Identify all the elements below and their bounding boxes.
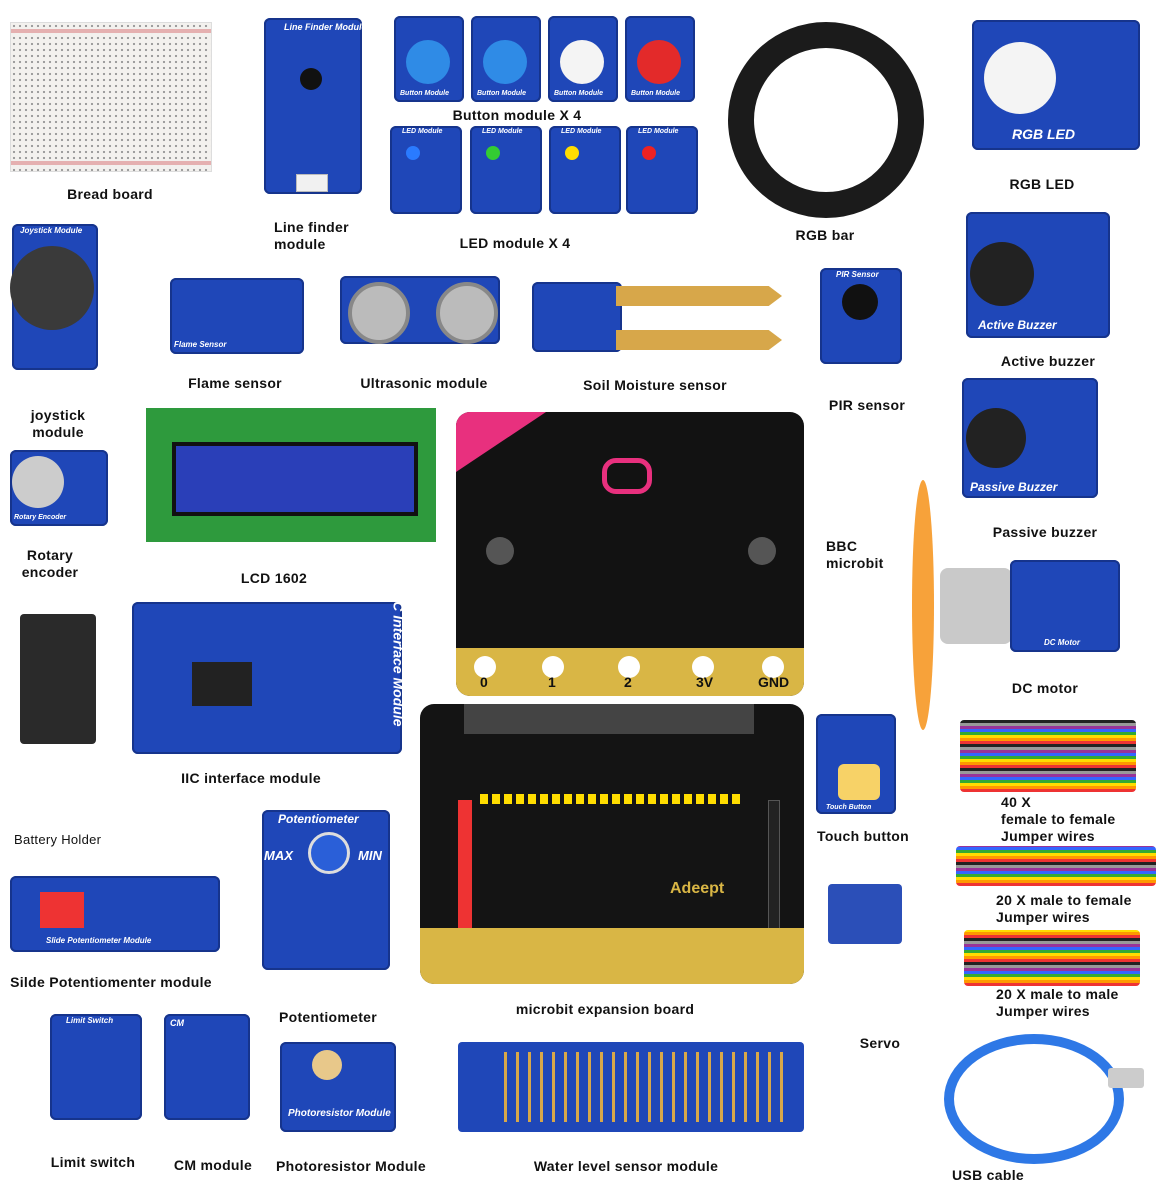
silk-line-finder: Line Finder Module — [284, 22, 367, 32]
label-limit-switch: Limit switch — [50, 1154, 136, 1170]
limit-switch-image: Limit Switch — [50, 1014, 142, 1120]
label-usb-cable: USB cable — [952, 1167, 1024, 1183]
ultrasonic-image — [340, 276, 500, 344]
label-expansion-board: microbit expansion board — [515, 1001, 695, 1017]
led-module-image: LED Module — [470, 126, 542, 214]
led-module-image: LED Module — [626, 126, 698, 214]
label-iic-module: IIC interface module — [181, 770, 321, 786]
label-led-module: LED module X 4 — [459, 235, 571, 251]
label-battery-holder: Battery Holder — [14, 832, 102, 847]
label-slide-pot: Silde Potentiomenter module — [10, 974, 212, 990]
label-cm-module: CM module — [173, 1157, 253, 1173]
touch-button-image: Touch Button — [816, 714, 896, 814]
microbit-image: 0 1 2 3V GND — [456, 412, 804, 696]
battery-holder-image — [20, 614, 96, 744]
line-finder-image: Line Finder Module — [264, 18, 367, 194]
label-touch-button: Touch button — [817, 828, 909, 844]
label-rgb-bar: RGB bar — [795, 227, 855, 243]
label-pir-sensor: PIR sensor — [828, 397, 906, 413]
label-flame-sensor: Flame sensor — [188, 375, 282, 391]
label-water-level: Water level sensor module — [533, 1158, 719, 1174]
label-soil-moisture: Soil Moisture sensor — [583, 377, 727, 393]
iic-module-image: IIC Interface Module — [132, 593, 407, 754]
button-module-image: Button Module — [625, 16, 695, 102]
label-bread-board: Bread board — [67, 186, 153, 202]
label-dc-motor: DC motor — [1011, 680, 1079, 696]
label-potentiometer: Potentiometer — [278, 1009, 378, 1025]
slide-pot-image: Slide Potentiometer Module — [10, 876, 220, 952]
led-module-image: LED Module — [390, 126, 462, 214]
lcd-image — [146, 408, 436, 542]
cm-module-image: CM — [164, 1014, 250, 1120]
pir-sensor-image: PIR Sensor — [820, 268, 902, 364]
label-ultrasonic: Ultrasonic module — [360, 375, 488, 391]
label-lcd: LCD 1602 — [240, 570, 308, 586]
rgb-ring-image — [728, 22, 924, 218]
jumper-mf-image — [956, 846, 1156, 886]
expansion-board-image: Adeept — [420, 704, 804, 984]
label-button-module: Button module X 4 — [452, 107, 582, 123]
label-active-buzzer: Active buzzer — [1000, 353, 1096, 369]
water-level-image — [458, 1042, 804, 1132]
jumper-mm-image — [964, 930, 1140, 986]
rgb-led-image: RGB LED — [972, 20, 1140, 150]
label-photoresistor: Photoresistor Module — [276, 1158, 426, 1174]
button-module-image: Button Module — [394, 16, 464, 102]
label-rgb-led: RGB LED — [1009, 176, 1075, 192]
button-module-image: Button Module — [471, 16, 541, 102]
joystick-image: Joystick Module — [10, 224, 98, 370]
dc-motor-image: DC Motor — [1010, 560, 1120, 652]
led-module-image: LED Module — [549, 126, 621, 214]
label-passive-buzzer: Passive buzzer — [992, 524, 1098, 540]
soil-moisture-image — [532, 282, 622, 352]
usb-cable-image — [944, 1034, 1124, 1164]
breadboard-image — [10, 22, 212, 172]
jumper-ff-image — [960, 720, 1136, 792]
fan-blade-image — [912, 480, 934, 730]
active-buzzer-image: Active Buzzer — [966, 212, 1110, 338]
button-module-image: Button Module — [548, 16, 618, 102]
label-servo: Servo — [859, 1035, 901, 1051]
servo-image — [828, 884, 902, 944]
flame-sensor-image: Flame Sensor — [170, 278, 304, 354]
photoresistor-image: Photoresistor Module — [280, 1042, 396, 1132]
passive-buzzer-image: Passive Buzzer — [962, 378, 1098, 498]
rotary-encoder-image: Rotary Encoder — [10, 450, 108, 526]
